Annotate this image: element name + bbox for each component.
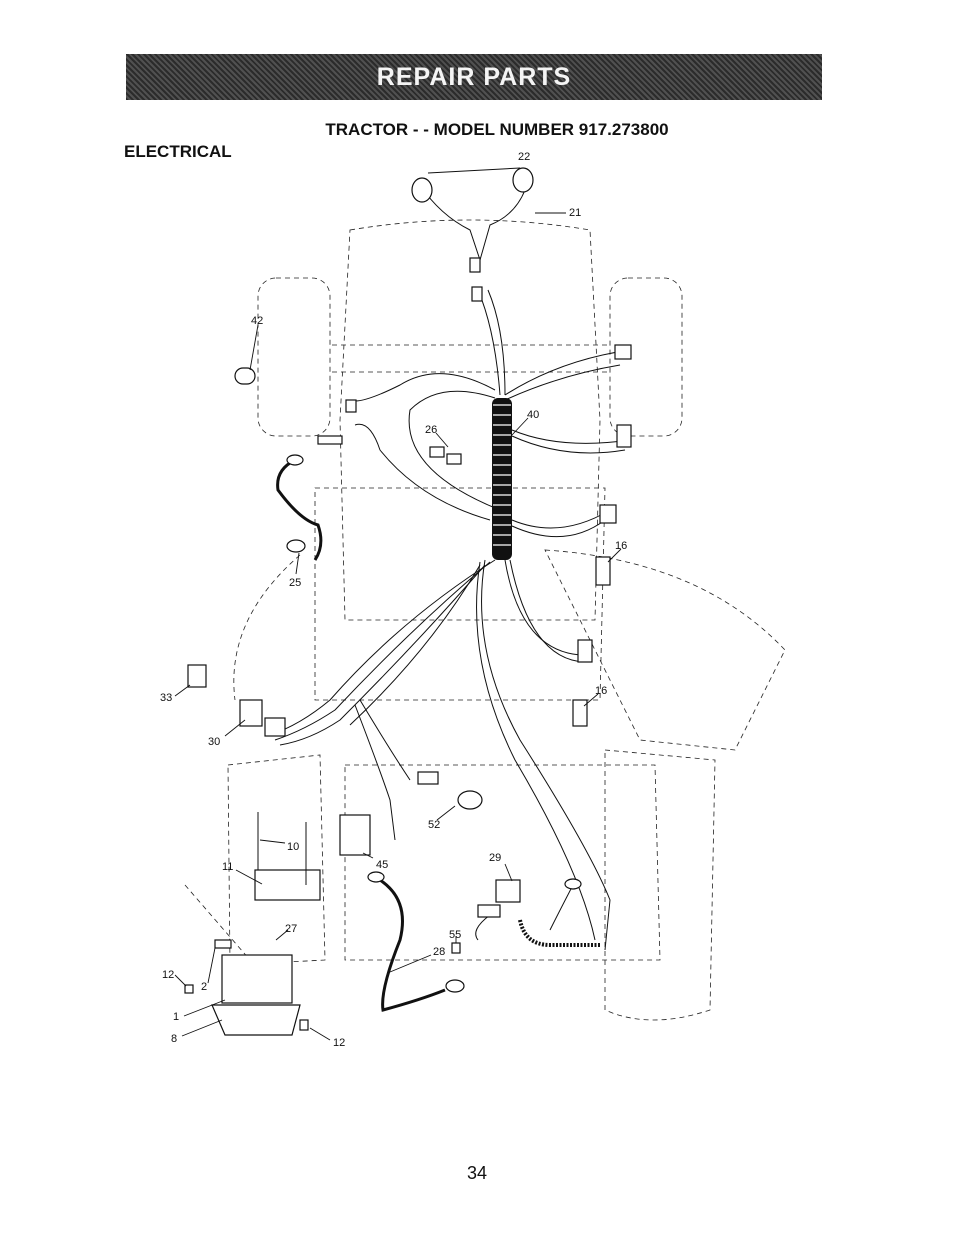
cable-terminal-28b bbox=[445, 979, 465, 993]
callout-28: 28 bbox=[433, 946, 445, 958]
solenoid-29 bbox=[495, 879, 521, 903]
callout-52: 52 bbox=[428, 819, 440, 831]
callout-12-right: 12 bbox=[333, 1037, 345, 1049]
callout-55: 55 bbox=[449, 929, 461, 941]
coiled-wire bbox=[518, 919, 600, 947]
harness-conduit bbox=[492, 398, 512, 560]
callout-1: 1 bbox=[173, 1011, 179, 1023]
page-number: 34 bbox=[466, 1163, 488, 1183]
callout-29: 29 bbox=[489, 852, 501, 864]
components bbox=[184, 167, 632, 1036]
callout-42: 42 bbox=[251, 315, 263, 327]
connector-26a bbox=[429, 446, 445, 458]
callout-2: 2 bbox=[201, 981, 207, 993]
tractor-outline bbox=[184, 219, 786, 1021]
battery-cables bbox=[276, 458, 446, 1012]
hour-meter-45 bbox=[339, 814, 371, 856]
nut-12b bbox=[299, 1019, 309, 1031]
callout-30: 30 bbox=[208, 736, 220, 748]
switch-16b bbox=[572, 699, 588, 727]
callout-33: 33 bbox=[160, 692, 172, 704]
callout-40: 40 bbox=[527, 409, 539, 421]
part-33 bbox=[187, 664, 207, 688]
cable-end-25 bbox=[286, 454, 304, 466]
callout-45: 45 bbox=[376, 859, 388, 871]
bolt-55 bbox=[451, 942, 461, 954]
conduit-ribs bbox=[493, 404, 511, 546]
cable-terminal-25 bbox=[286, 539, 306, 553]
banner-title: REPAIR PARTS bbox=[376, 62, 572, 91]
connector-lower-right bbox=[577, 639, 593, 663]
section-label: ELECTRICAL bbox=[124, 142, 232, 161]
callout-21: 21 bbox=[569, 207, 581, 219]
headlight-left bbox=[411, 177, 433, 203]
connector-left bbox=[345, 399, 357, 413]
page-title: TRACTOR - - MODEL NUMBER 917.273800 bbox=[325, 120, 669, 139]
connector-right-low bbox=[599, 504, 617, 524]
leader-lines bbox=[174, 212, 622, 1041]
bolt-2 bbox=[214, 939, 232, 949]
cable-terminal-28a bbox=[367, 871, 385, 883]
ignition-connector-30 bbox=[264, 717, 286, 737]
part-42 bbox=[234, 367, 256, 385]
callout-22: 22 bbox=[518, 151, 530, 163]
wire-terminal-29 bbox=[564, 878, 582, 890]
fuse-holder bbox=[477, 904, 501, 918]
connector-26b bbox=[446, 453, 462, 465]
switch-16a bbox=[595, 556, 611, 586]
ignition-switch-30 bbox=[239, 699, 263, 727]
plug-left bbox=[317, 435, 343, 445]
connector-21b bbox=[471, 286, 483, 302]
wire-harness bbox=[269, 184, 631, 951]
battery-tray-8 bbox=[211, 1004, 301, 1036]
callout-16-upper: 16 bbox=[615, 540, 627, 552]
headlight-right bbox=[512, 167, 534, 193]
section-banner: REPAIR PARTS bbox=[126, 54, 822, 100]
connector-right-mid bbox=[616, 424, 632, 448]
callout-11: 11 bbox=[222, 861, 233, 873]
battery-1 bbox=[221, 954, 293, 1004]
plug-middle bbox=[417, 771, 439, 785]
part-52 bbox=[457, 790, 483, 810]
callout-12-left: 12 bbox=[162, 969, 174, 981]
connector-21 bbox=[469, 257, 481, 273]
callout-8: 8 bbox=[171, 1033, 177, 1045]
callout-labels: 22 21 42 40 26 16 25 33 16 30 10 11 52 4… bbox=[160, 151, 627, 1049]
callout-16-lower: 16 bbox=[595, 685, 607, 697]
callout-27: 27 bbox=[285, 923, 297, 935]
connector-right-top bbox=[614, 344, 632, 360]
nut-12a bbox=[184, 984, 194, 994]
callout-25: 25 bbox=[289, 577, 301, 589]
callout-26: 26 bbox=[425, 424, 437, 436]
callout-10: 10 bbox=[287, 841, 299, 853]
hardware bbox=[257, 167, 521, 885]
battery-hold-down-11 bbox=[254, 869, 321, 901]
